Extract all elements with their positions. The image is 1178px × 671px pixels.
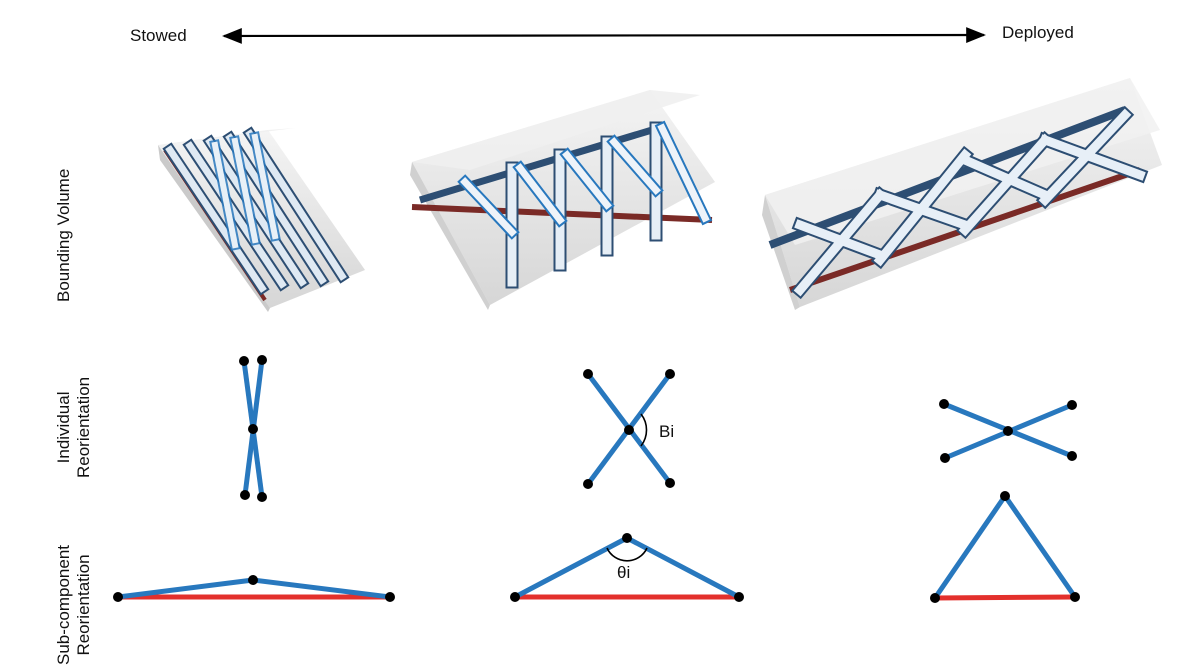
node bbox=[624, 425, 634, 435]
node bbox=[257, 355, 267, 365]
node bbox=[1000, 491, 1010, 501]
node bbox=[583, 479, 593, 489]
node bbox=[939, 399, 949, 409]
bounding-volume-deployed bbox=[762, 78, 1162, 310]
bounding-volume-stowed bbox=[158, 126, 365, 312]
node bbox=[622, 533, 632, 543]
individual-deployed bbox=[939, 399, 1077, 463]
node bbox=[385, 592, 395, 602]
subcomponent-intermediate: θi bbox=[510, 533, 744, 602]
stowed-deployed-arrow bbox=[222, 27, 986, 44]
individual-stowed bbox=[239, 355, 267, 502]
node bbox=[1070, 592, 1080, 602]
node bbox=[239, 356, 249, 366]
stowed-label: Stowed bbox=[130, 26, 187, 45]
node bbox=[930, 593, 940, 603]
node bbox=[248, 575, 258, 585]
node bbox=[665, 369, 675, 379]
node bbox=[665, 478, 675, 488]
theta-angle-label: θi bbox=[617, 563, 630, 582]
bounding-volume-intermediate bbox=[410, 90, 715, 310]
beta-angle-arc bbox=[640, 413, 648, 447]
node bbox=[240, 490, 250, 500]
theta-angle-arc bbox=[606, 547, 648, 562]
beta-angle-label: Bi bbox=[659, 422, 674, 441]
subcomponent-deployed bbox=[930, 491, 1080, 603]
node bbox=[113, 592, 123, 602]
individual-intermediate: Bi bbox=[583, 369, 675, 489]
deployed-label: Deployed bbox=[1002, 23, 1074, 42]
node bbox=[248, 424, 258, 434]
node bbox=[510, 592, 520, 602]
node bbox=[1003, 426, 1013, 436]
node bbox=[257, 492, 267, 502]
node bbox=[940, 453, 950, 463]
node bbox=[1067, 451, 1077, 461]
node bbox=[1067, 400, 1077, 410]
node bbox=[734, 592, 744, 602]
subcomponent-stowed bbox=[113, 575, 395, 602]
node bbox=[583, 369, 593, 379]
